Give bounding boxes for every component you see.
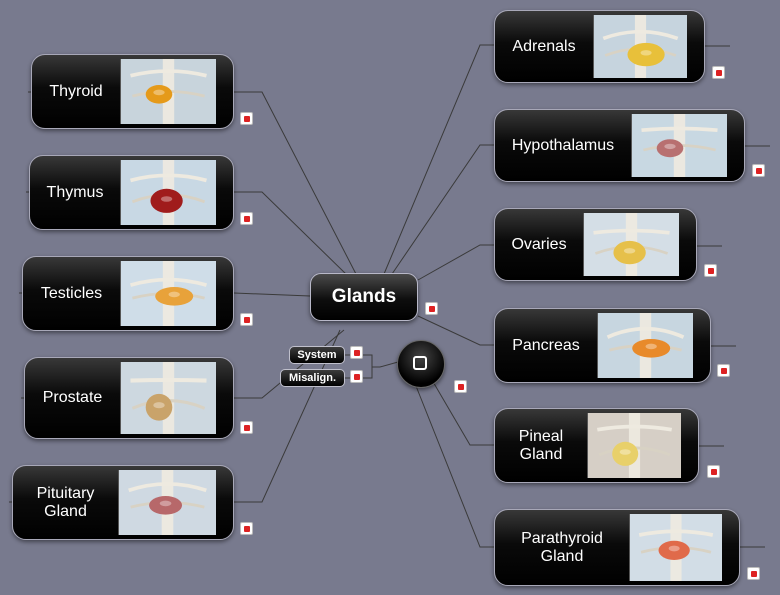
- tag-misalign[interactable]: Misalign.: [280, 369, 345, 387]
- topic-parathyroid-gland[interactable]: Parathyroid Gland: [494, 509, 740, 586]
- topic-label: Pituitary Gland: [36, 484, 95, 520]
- topic-hypothalamus[interactable]: Hypothalamus: [494, 109, 745, 182]
- central-topic[interactable]: Glands: [310, 273, 418, 321]
- topic-label: Pineal Gland: [518, 427, 564, 463]
- topic-label: Prostate: [42, 389, 103, 406]
- attachment-note-icon[interactable]: [350, 370, 363, 383]
- square-icon: [413, 356, 427, 370]
- topic-label: Pancreas: [512, 336, 580, 354]
- attachment-note-icon[interactable]: [240, 112, 253, 125]
- tag-system[interactable]: System: [289, 346, 345, 364]
- ovaries-image: [583, 213, 679, 276]
- attachment-note-icon[interactable]: [240, 421, 253, 434]
- attachment-note-icon[interactable]: [752, 164, 765, 177]
- topic-adrenals[interactable]: Adrenals: [494, 10, 705, 83]
- attachment-note-icon[interactable]: [454, 380, 467, 393]
- topic-ovaries[interactable]: Ovaries: [494, 208, 697, 281]
- topic-pineal-gland[interactable]: Pineal Gland: [494, 408, 699, 483]
- pituitary-gland-image: [118, 470, 216, 535]
- topic-thymus[interactable]: Thymus: [29, 155, 234, 230]
- topic-pituitary-gland[interactable]: Pituitary Gland: [12, 465, 234, 540]
- connector-line: [234, 191, 349, 277]
- adrenals-image: [593, 15, 687, 78]
- attachment-note-icon[interactable]: [350, 346, 363, 359]
- connector-line: [234, 329, 345, 399]
- topic-label: Thyroid: [49, 82, 103, 100]
- attachment-note-icon[interactable]: [712, 66, 725, 79]
- connector-line: [391, 144, 494, 275]
- topic-label: Parathyroid Gland: [521, 529, 603, 565]
- connector-line: [233, 292, 311, 297]
- prostate-image: [120, 362, 216, 434]
- connector-line: [415, 385, 494, 548]
- topic-label: Thymus: [46, 183, 104, 201]
- attachment-note-icon[interactable]: [240, 313, 253, 326]
- connector-line: [234, 329, 341, 503]
- topic-label: Testicles: [40, 284, 103, 302]
- connector-line: [234, 91, 357, 275]
- connector-line: [417, 244, 494, 281]
- connector-line: [417, 315, 494, 346]
- parathyroid-gland-image: [629, 514, 722, 581]
- attachment-note-icon[interactable]: [425, 302, 438, 315]
- summary-bubble-icon[interactable]: [397, 340, 445, 388]
- topic-label: Adrenals: [512, 37, 576, 55]
- attachment-note-icon[interactable]: [747, 567, 760, 580]
- attachment-note-icon[interactable]: [240, 212, 253, 225]
- topic-label: Hypothalamus: [511, 136, 615, 154]
- attachment-note-icon[interactable]: [240, 522, 253, 535]
- thymus-image: [120, 160, 216, 225]
- pancreas-image: [597, 313, 693, 378]
- topic-testicles[interactable]: Testicles: [22, 256, 234, 331]
- testicles-image: [120, 261, 216, 326]
- hypothalamus-image: [631, 114, 727, 177]
- attachment-note-icon[interactable]: [704, 264, 717, 277]
- topic-prostate[interactable]: Prostate: [24, 357, 234, 439]
- attachment-note-icon[interactable]: [717, 364, 730, 377]
- attachment-note-icon[interactable]: [707, 465, 720, 478]
- pineal-gland-image: [587, 413, 681, 478]
- topic-pancreas[interactable]: Pancreas: [494, 308, 711, 383]
- thyroid-image: [120, 59, 216, 124]
- topic-label: Ovaries: [511, 235, 567, 253]
- connector-line: [379, 361, 399, 368]
- connector-line: [383, 44, 494, 275]
- connector-line: [431, 379, 494, 446]
- topic-thyroid[interactable]: Thyroid: [31, 54, 234, 129]
